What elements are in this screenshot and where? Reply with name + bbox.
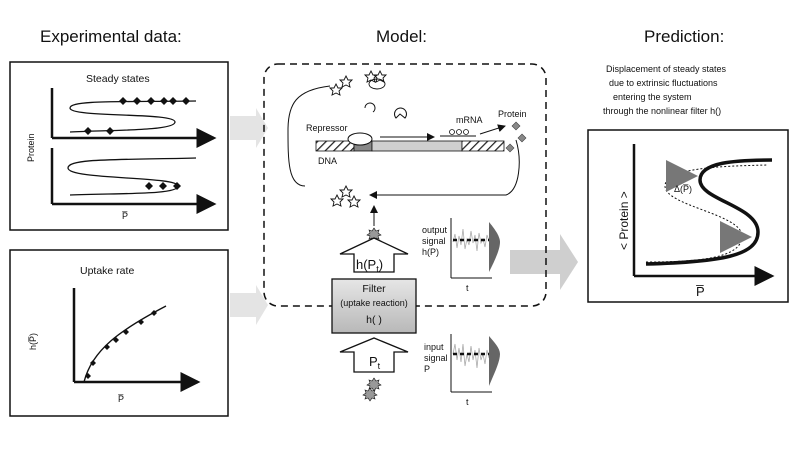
input-signal-panel: input signal P t <box>424 334 500 407</box>
steady-states-panel: Steady states Protein P̅ <box>9 61 229 231</box>
output-arrow <box>339 237 409 273</box>
uptake-title: Uptake rate <box>80 265 134 277</box>
heading-experimental: Experimental data: <box>40 27 182 46</box>
loop-return <box>369 139 520 199</box>
mrna-ribosomes <box>449 129 469 135</box>
input-arrow-label: Pt <box>369 354 381 371</box>
filter-title: Filter <box>362 283 386 295</box>
prediction-desc-3: entering the system <box>613 92 692 102</box>
translation-arrow <box>479 124 506 135</box>
data-points-top <box>84 97 190 135</box>
arrow-left-top <box>230 108 268 148</box>
ligand-external-icon <box>362 377 382 402</box>
input-signal-label-2: signal <box>424 353 448 363</box>
output-signal-panel: output signal h(P) t <box>422 218 500 293</box>
prediction-desc-4: through the nonlinear filter h() <box>603 106 721 116</box>
steady-states-xlabel: P̅ <box>122 211 128 221</box>
uptake-xlabel: P̅ <box>118 394 124 404</box>
uptake-points <box>85 310 157 379</box>
prediction-panel: < Protein > Δ(P̅) P̅ <box>587 129 789 303</box>
input-signal-trace <box>452 343 490 369</box>
prediction-ylabel: < Protein > <box>617 191 631 250</box>
uptake-panel: Uptake rate h(P̅) P̅ <box>9 249 229 417</box>
s-curve-top <box>69 100 197 133</box>
repressor-complex-icon <box>368 78 386 90</box>
shift-label: Δ(P̅) <box>674 184 692 194</box>
arrow-to-prediction <box>510 234 578 290</box>
uptake-ylabel: h(P̅) <box>28 333 38 350</box>
dna-label: DNA <box>318 156 337 166</box>
steady-states-title: Steady states <box>86 73 150 85</box>
filter-box <box>331 278 417 334</box>
input-signal-label-3: P <box>424 364 430 374</box>
data-points-bottom <box>145 182 181 190</box>
filter-function: h( ) <box>366 314 382 326</box>
ligand-stars-mid <box>329 184 362 208</box>
ribosome-icon <box>394 107 407 119</box>
ligand-stars-top <box>328 69 388 96</box>
s-curve-bottom <box>67 157 197 196</box>
repressor-bound-icon <box>347 132 373 146</box>
prediction-xlabel: P̅ <box>696 284 705 299</box>
arrow-left-bottom <box>230 285 268 325</box>
prediction-desc-2: due to extrinsic fluctuations <box>609 78 718 88</box>
heading-prediction: Prediction: <box>644 27 724 46</box>
output-arrow-label: h(Pt) <box>356 257 383 274</box>
dna-strand <box>315 140 505 152</box>
steady-states-ylabel: Protein <box>26 133 36 162</box>
heading-model: Model: <box>376 27 427 46</box>
input-arrow <box>339 337 409 373</box>
input-signal-time-label: t <box>466 397 469 407</box>
output-signal-distribution <box>489 222 500 272</box>
filter-subtitle: (uptake reaction) <box>340 298 408 308</box>
repressor-free-icon <box>364 102 376 113</box>
protein-molecules-icon <box>505 121 527 153</box>
input-signal-distribution <box>489 336 500 386</box>
loop-left <box>287 85 331 187</box>
output-signal-time-label: t <box>466 283 469 293</box>
protein-label: Protein <box>498 109 527 119</box>
output-signal-label-1: output <box>422 225 448 235</box>
input-signal-label-1: input <box>424 342 444 352</box>
output-signal-label-2: signal <box>422 236 446 246</box>
model-boundary <box>263 63 547 307</box>
prediction-curve-original <box>645 164 769 263</box>
prediction-curve-shifted <box>645 158 773 266</box>
output-signal-label-3: h(P) <box>422 247 439 257</box>
mrna-label: mRNA <box>456 115 483 125</box>
prediction-desc-1: Displacement of steady states <box>606 64 727 74</box>
repressor-label: Repressor <box>306 123 348 133</box>
